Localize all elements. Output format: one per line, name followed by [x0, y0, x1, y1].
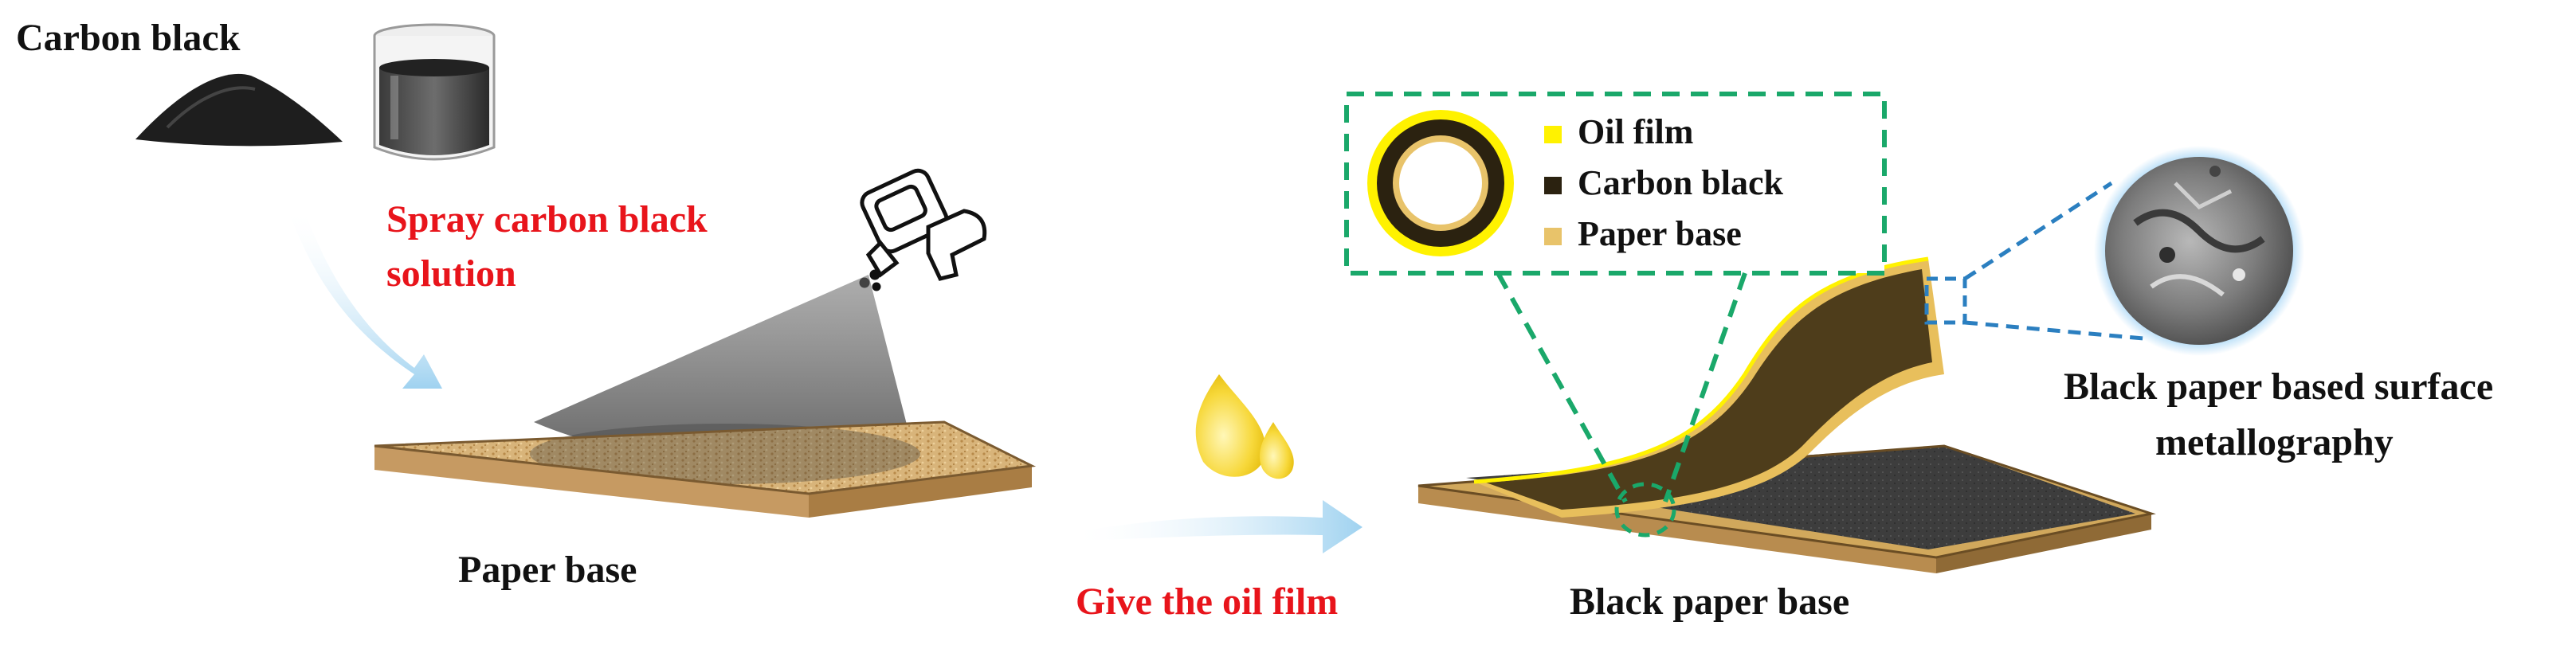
flow-arrow-2	[1068, 500, 1362, 553]
label-spray-line2: solution	[386, 252, 516, 295]
label-carbon-black: Carbon black	[16, 17, 241, 59]
legend-swatch-carbon-black	[1544, 177, 1562, 194]
legend-label-paper-base: Paper base	[1578, 214, 1742, 253]
callout-line-right	[1663, 272, 1747, 502]
zoom-line-top	[1963, 181, 2113, 281]
carbon-black-powder-icon	[135, 73, 343, 147]
spray-gun-icon	[859, 168, 987, 291]
flow-arrow-1	[287, 207, 442, 389]
layer-ring-icon	[1367, 110, 1514, 256]
legend-label-oil-film: Oil film	[1578, 112, 1694, 151]
peeling-layer	[1473, 256, 1944, 518]
zoom-line-bottom	[1964, 320, 2144, 341]
callout-line-left	[1496, 272, 1628, 503]
label-metallography-line2: metallography	[2155, 421, 2394, 463]
spray-cone	[534, 275, 916, 466]
zoom-source-box	[1924, 276, 1967, 325]
label-spray-line1: Spray carbon black	[386, 198, 708, 240]
paper-base-block	[374, 420, 1037, 518]
label-black-paper-base: Black paper base	[1570, 581, 1850, 623]
oil-droplet-icon	[1195, 374, 1294, 479]
legend-swatch-paper-base	[1544, 228, 1562, 245]
label-paper-base: Paper base	[458, 549, 637, 591]
micrograph-image	[2094, 146, 2304, 356]
legend-swatch-oil-film	[1544, 126, 1562, 143]
label-metallography-line1: Black paper based surface	[2064, 366, 2494, 408]
label-give-oil-film: Give the oil film	[1076, 581, 1339, 623]
beaker-icon	[373, 23, 496, 161]
legend-label-carbon-black: Carbon black	[1578, 163, 1783, 202]
callout-focus-circle	[1614, 482, 1676, 538]
